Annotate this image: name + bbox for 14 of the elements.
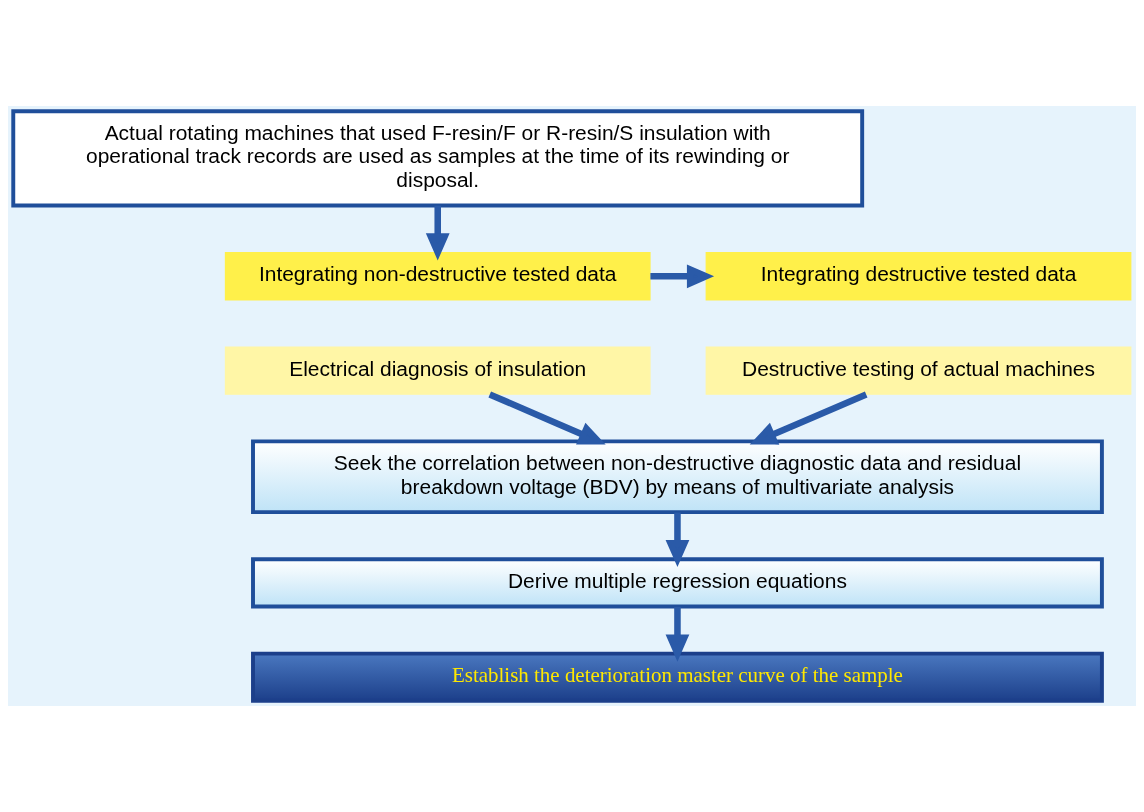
node-box: Integrating non-destructive tested data <box>224 252 651 301</box>
arrow <box>650 264 715 289</box>
node-box: Derive multiple regression equations <box>251 557 1104 609</box>
node-box: Destructive testing of actual machines <box>705 346 1132 395</box>
arrow <box>665 606 690 662</box>
arrow <box>749 391 868 445</box>
arrow <box>665 512 690 568</box>
node-box: Electrical diagnosis of insulation <box>224 346 651 395</box>
node-box: Seek the correlation between non-destructive diagnostic data and residual breakdown voltage (BDV) by means of multivariate analysis <box>251 439 1104 515</box>
arrow <box>425 205 450 261</box>
node-box: Integrating destructive tested data <box>705 252 1132 301</box>
node-box: Establish the deterioration master curve of the sample <box>251 651 1104 703</box>
node-box: Actual rotating machines that used F-resin/F or R-resin/S insulation with operational track records are used as samples at the time of its rewinding or disposal. <box>11 109 865 208</box>
arrow <box>488 391 606 445</box>
